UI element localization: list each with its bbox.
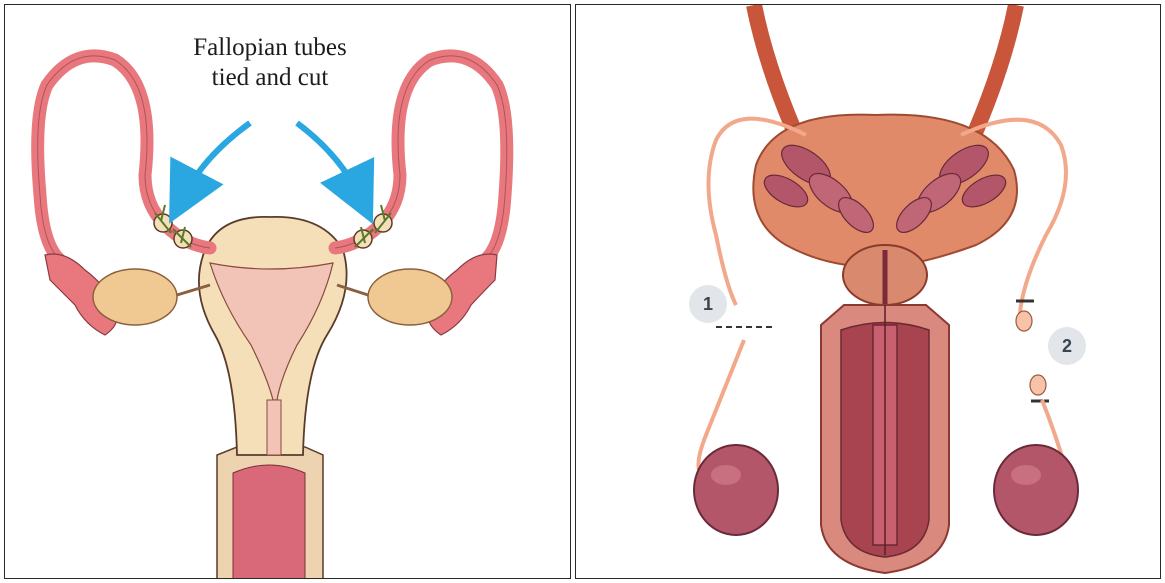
vaginal-canal [233, 465, 305, 579]
left-ovary [93, 269, 177, 325]
right-ovary [368, 269, 452, 325]
cervical-canal [267, 400, 281, 455]
tubes-label-line-1: Fallopian tubes [190, 33, 350, 63]
tubes-label-line-2: tied and cut [190, 63, 350, 93]
left-pointer-arrow [183, 123, 250, 197]
marker-1-badge: 1 [689, 285, 727, 323]
male-reproductive-illustration [576, 5, 1161, 579]
marker-2-badge: 2 [1048, 327, 1086, 365]
tied-end-lower [1030, 375, 1046, 395]
left-ureter [754, 5, 796, 135]
tubectomy-diagram-panel: Fallopian tubes tied and cut [4, 4, 571, 579]
right-ureter [974, 5, 1016, 135]
tied-end-upper [1016, 311, 1032, 331]
right-testis [994, 445, 1078, 535]
vasectomy-diagram-panel: 1 2 [575, 4, 1161, 579]
right-pointer-arrow [297, 123, 360, 197]
left-testis [694, 445, 778, 535]
